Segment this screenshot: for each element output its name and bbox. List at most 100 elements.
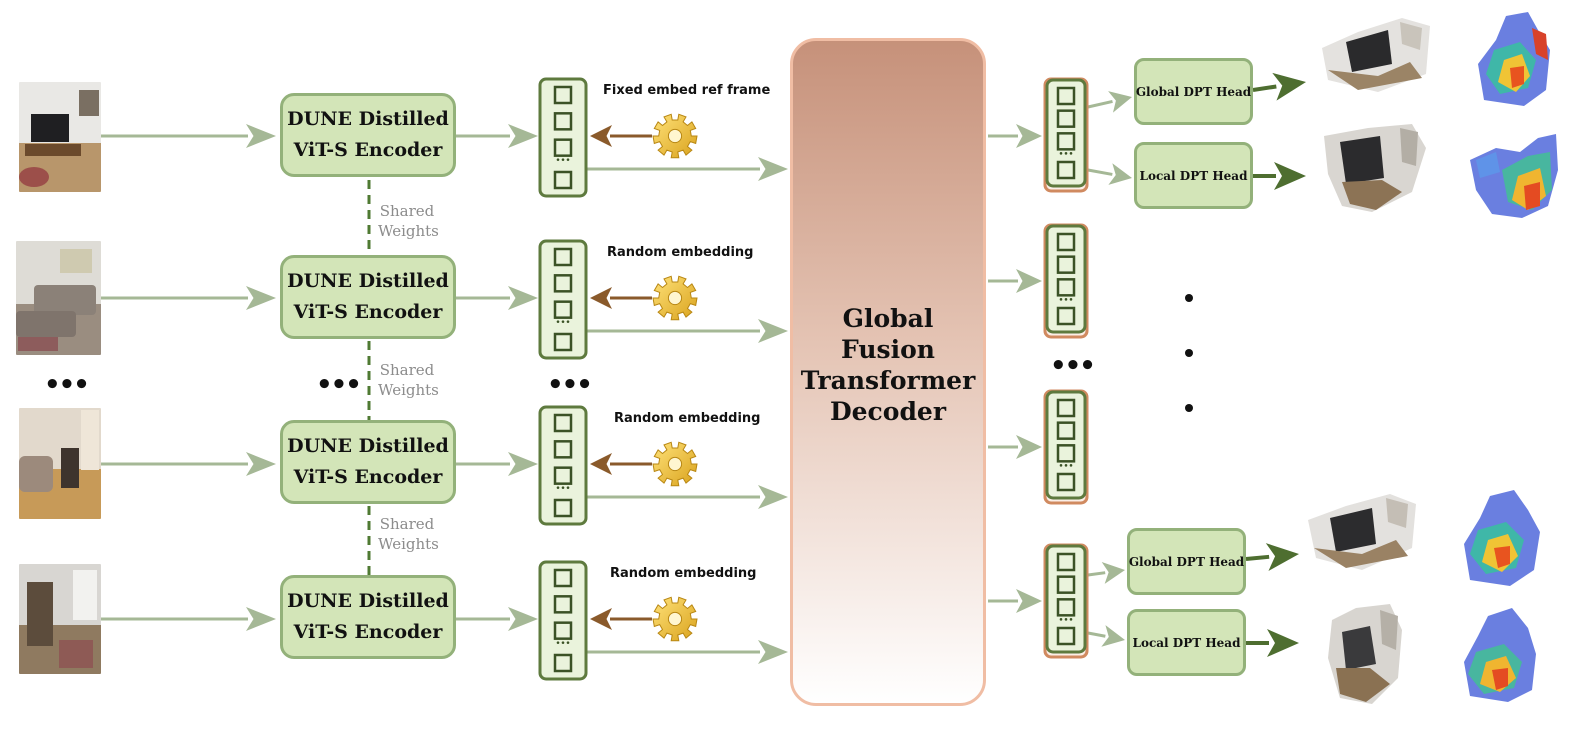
arrow-tokens-to-decoder-1 [586,157,788,181]
shared-weights-2-line1: Shared [379,361,435,379]
encoder-4: DUNE Distilled ViT-S Encoder [280,575,456,659]
token-stack-decoder-2-token-3 [1056,278,1076,297]
token-stack-encoder-3-token-3 [553,466,573,485]
token-stack-encoder-3-ellipsis-dot [556,486,560,489]
token-stack-decoder-2-token-1 [1056,232,1076,252]
token-stack-encoder-1-token-last [553,170,573,190]
gear-icon-2-hub [667,290,683,306]
token-stack-decoder-1-ellipsis-dot [1059,152,1063,155]
token-stack-decoder-1-ellipsis-dot [1064,152,1068,155]
encoder-2: DUNE Distilled ViT-S Encoder [280,255,456,339]
arrow-local-head-top-to-output [1253,162,1306,190]
heatmap-global-bottom [1464,490,1540,586]
token-stack-decoder-2-token-last [1056,306,1076,326]
token-stack-decoder-2-token-2 [1056,255,1076,274]
token-stack-decoder-3-ellipsis-dot [1069,464,1073,467]
shared-weights-1-line1: Shared [379,202,435,220]
encoder-1: DUNE Distilled ViT-S Encoder [280,93,456,177]
arrow-image-to-encoder-4 [101,607,276,631]
arrow-encoder-to-tokens-3-head [508,452,538,476]
token-stack-encoder-1-token-2 [553,112,573,131]
vertical-ellipsis-dot [1185,294,1193,302]
pointcloud-global-top [1322,18,1430,92]
arrow-tokens-to-global-head-bottom-head [1101,562,1125,584]
token-stack-decoder-4 [1045,544,1087,654]
arrow-encoder-to-tokens-3 [456,452,538,476]
token-stack-encoder-4-token-3 [553,621,573,640]
arrow-image-to-encoder-4-head [246,607,276,631]
token-stack-encoder-4-ellipsis-dot [566,641,570,644]
token-stack-decoder-1-token-1 [1056,86,1076,106]
arrow-global-head-bottom-to-output-shaft [1245,554,1270,561]
token-stack-encoder-2 [538,239,588,360]
arrow-global-head-bottom-to-output-head [1265,543,1299,571]
heatmap-local-bottom [1464,608,1536,702]
encoder-3: DUNE Distilled ViT-S Encoder [280,420,456,504]
arrow-embedding-to-tokens-3 [590,453,652,475]
token-stack-encoder-2-token-1 [553,247,573,267]
token-stack-encoder-2-frame [538,239,588,360]
pointcloud-local-bottom [1328,604,1402,704]
gear-icon-2 [652,275,698,321]
token-stack-encoder-1-ellipsis-dot [561,158,565,161]
gear-icon-1-hub [667,128,683,144]
heatmap-global-top [1478,12,1550,106]
encoder-2-line1: DUNE Distilled [287,270,449,292]
arrow-tokens-to-global-head-top [1087,91,1132,113]
arrow-decoder-to-output-1-head [1016,124,1042,148]
encoder-1-line2: ViT-S Encoder [293,139,443,161]
token-stack-encoder-3-frame [538,405,588,526]
global-dpt-head-top: Global DPT Head [1134,58,1253,125]
token-stack-decoder-3 [1045,390,1087,500]
gear-icon-4-hub [667,611,683,627]
encoder-4-line2: ViT-S Encoder [293,621,443,643]
arrow-encoder-to-tokens-4-head [508,607,538,631]
arrow-tokens-to-global-head-bottom-shaft [1087,571,1106,577]
gear-icon-1 [652,113,698,159]
pointcloud-local-top [1324,124,1426,212]
shared-weights-label-2: Shared Weights [378,360,439,400]
token-stack-encoder-3-token-1 [553,413,573,433]
arrow-tokens-to-local-head-top-head [1108,163,1132,185]
token-stack-encoder-4-token-1 [553,568,573,588]
embedding-label-4: Random embedding [610,566,757,581]
arrow-embedding-to-tokens-4 [590,608,652,630]
token-stack-decoder-4-token-1 [1056,552,1076,572]
token-stack-encoder-1 [538,77,588,198]
token-stack-decoder-1-token-last [1056,160,1076,180]
token-stack-decoder-2 [1045,224,1087,334]
token-stack-decoder-2-ellipsis-dot [1059,298,1063,301]
token-stack-decoder-3-ellipsis-dot [1064,464,1068,467]
token-stack-encoder-1-token-1 [553,85,573,105]
token-stack-decoder-4-ellipsis-dot [1064,618,1068,621]
arrow-tokens-to-decoder-2 [586,319,788,343]
arrow-embedding-to-tokens-2 [590,287,652,309]
heatmap-local-top [1470,134,1558,218]
token-stack-decoder-4-token-last [1056,626,1076,646]
arrow-image-to-encoder-2-head [246,286,276,310]
shared-weights-label-3: Shared Weights [378,514,439,554]
arrow-decoder-to-output-4 [988,589,1042,613]
input-frame-4 [19,564,101,674]
arrow-tokens-to-global-head-top-head [1108,91,1132,113]
local-dpt-head-top: Local DPT Head [1134,142,1253,209]
arrow-tokens-to-decoder-4-head [758,640,788,664]
token-stack-encoder-1-frame [538,77,588,198]
global-dpt-head-bottom: Global DPT Head [1127,528,1246,595]
vertical-ellipsis-dot [1185,404,1193,412]
arrow-embedding-to-tokens-3-head [590,453,612,475]
token-stack-encoder-4 [538,560,588,681]
arrow-local-head-bottom-to-output-head [1267,629,1299,657]
arrow-global-head-top-to-output-head [1272,72,1306,101]
token-stack-encoder-3-ellipsis-dot [561,486,565,489]
encoder-1-line1: DUNE Distilled [287,108,449,130]
gear-icon-3-hub [667,456,683,472]
arrow-global-head-top-to-output [1252,72,1306,101]
arrow-encoder-to-tokens-2 [456,286,538,310]
token-stack-encoder-3-ellipsis-dot [566,486,570,489]
input-frame-3 [19,408,101,519]
token-stack-encoder-4-token-last [553,653,573,673]
token-stack-decoder-4-token-3 [1056,598,1076,617]
arrow-embedding-to-tokens-4-head [590,608,612,630]
